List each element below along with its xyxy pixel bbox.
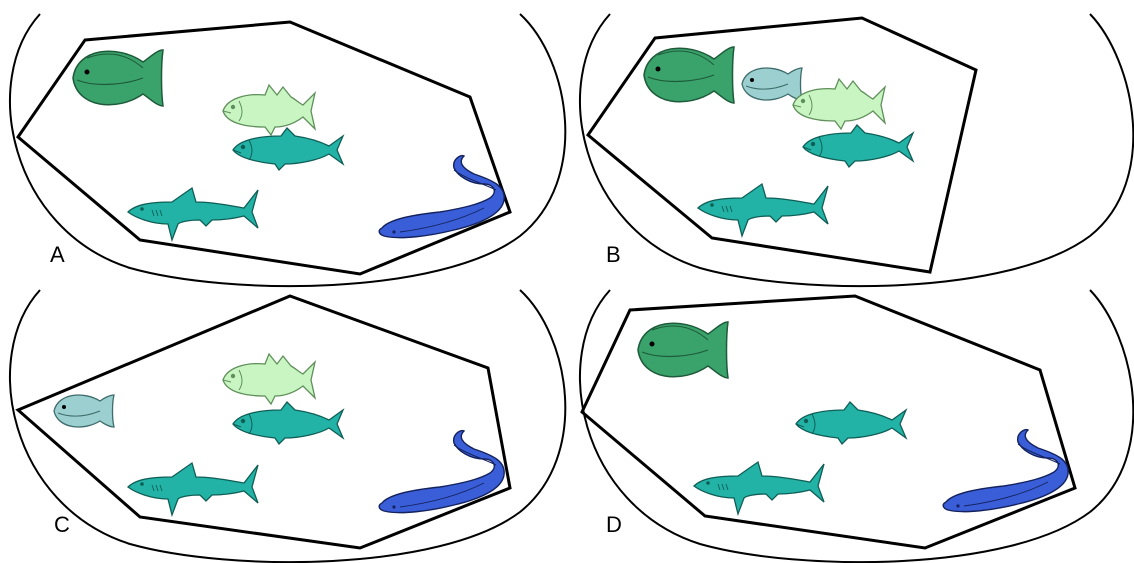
panel-d: D xyxy=(580,290,1133,562)
eel xyxy=(379,431,504,513)
cod xyxy=(223,354,315,404)
flounder-small xyxy=(742,68,802,100)
eel xyxy=(379,156,504,238)
herring xyxy=(796,402,906,444)
herring xyxy=(233,402,343,444)
panel-c: C xyxy=(10,290,565,562)
panel-label-d: D xyxy=(606,512,622,537)
cod xyxy=(793,79,885,129)
flounder-large xyxy=(73,50,163,106)
flounder-small xyxy=(54,395,114,427)
panel-label-c: C xyxy=(54,512,70,537)
panel-b: B xyxy=(580,14,1133,286)
cod xyxy=(223,85,315,135)
selection-polygon xyxy=(588,18,976,272)
panel-label-b: B xyxy=(606,242,621,267)
flounder-large xyxy=(638,322,728,378)
shark xyxy=(694,462,824,514)
herring xyxy=(233,128,343,170)
shark xyxy=(128,463,258,515)
flounder-large xyxy=(644,47,734,103)
panel-a: A xyxy=(10,14,565,286)
herring xyxy=(803,125,913,167)
shark xyxy=(698,184,828,236)
shark xyxy=(128,188,258,240)
panel-label-a: A xyxy=(50,242,65,267)
